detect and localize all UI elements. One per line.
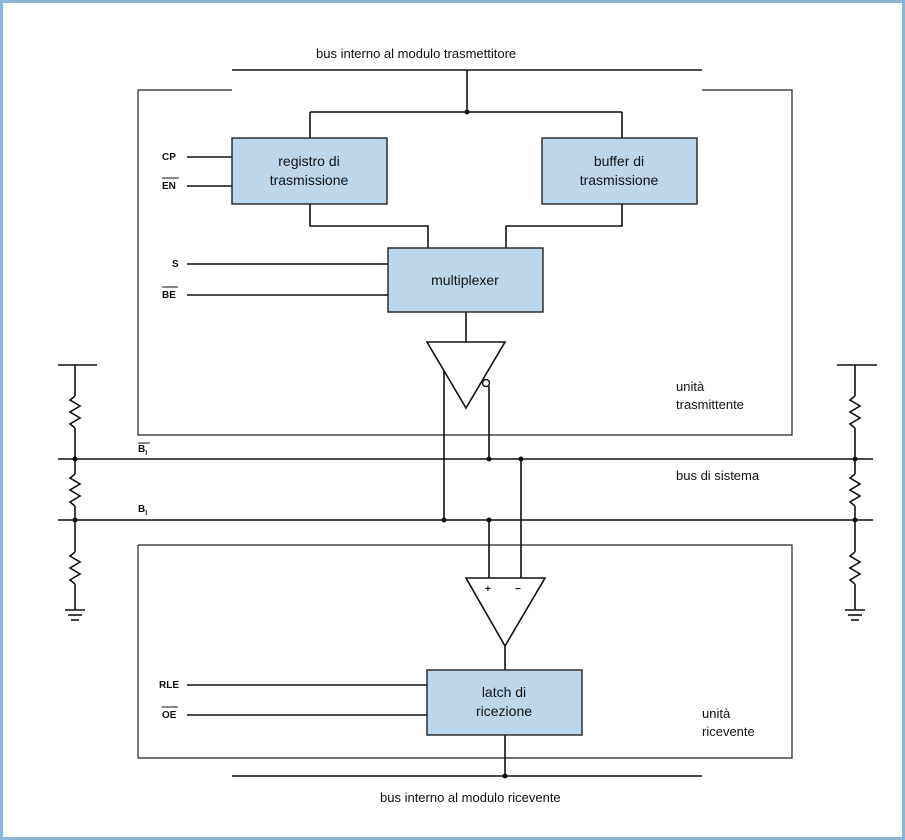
transmitter-unit-label-1: unità (676, 379, 705, 394)
right-resistor-bottom (848, 551, 862, 585)
left-resistor-middle (68, 473, 82, 507)
comparator-minus-sign: − (515, 584, 521, 595)
en-signal-label: EN (162, 181, 176, 192)
right-resistor-top (848, 395, 862, 429)
right-junction-bbar (852, 456, 858, 462)
tx-register-block (231, 137, 388, 205)
be-signal-label: BE (162, 290, 176, 301)
s-signal-label: S (172, 259, 179, 270)
multiplexer-label: multiplexer (431, 272, 499, 288)
left-ground-icon (65, 609, 85, 621)
receiver-unit-label-1: unità (702, 706, 731, 721)
tx-buffer-block (541, 137, 698, 205)
comparator-plus-sign: + (485, 584, 491, 595)
left-resistor-top (68, 395, 82, 429)
junction-driver-bbar (486, 456, 492, 462)
left-resistor-bottom (68, 551, 82, 585)
left-junction-b (72, 517, 78, 523)
tx-internal-bus-label: bus interno al modulo trasmettitore (316, 46, 516, 61)
transmitter-unit-frame (137, 89, 793, 436)
left-junction-bbar (72, 456, 78, 462)
buffer-to-mux-wire (505, 204, 623, 248)
receiver-unit-frame (137, 544, 793, 759)
tx-buffer-label-2: trasmissione (580, 172, 659, 188)
right-junction-b (852, 517, 858, 523)
junction-driver-b (441, 517, 447, 523)
right-ground-icon (845, 609, 865, 621)
b-label: BI (138, 504, 147, 517)
cp-signal-label: CP (162, 152, 176, 163)
tx-register-label-2: trasmissione (270, 172, 349, 188)
rx-latch-block (426, 669, 583, 736)
transmitter-unit-label-2: trasmittente (676, 397, 744, 412)
tx-register-label-1: registro di (278, 153, 339, 169)
b-bar-label: BI (138, 444, 147, 457)
register-to-mux-wire (309, 204, 429, 248)
receiver-unit-label-2: ricevente (702, 724, 755, 739)
transmit-driver (425, 341, 507, 410)
right-resistor-middle (848, 473, 862, 507)
tx-buffer-label-1: buffer di (594, 153, 644, 169)
rx-latch-label-2: ricezione (476, 703, 532, 719)
rx-internal-bus-label: bus interno al modulo ricevente (380, 790, 561, 805)
driver-inverting-output (481, 378, 491, 388)
receive-comparator (464, 577, 547, 648)
system-bus-label: bus di sistema (676, 468, 760, 483)
multiplexer-block (387, 247, 544, 313)
rx-latch-label-1: latch di (482, 684, 526, 700)
oe-signal-label: OE (162, 710, 177, 721)
rle-signal-label: RLE (159, 680, 179, 691)
